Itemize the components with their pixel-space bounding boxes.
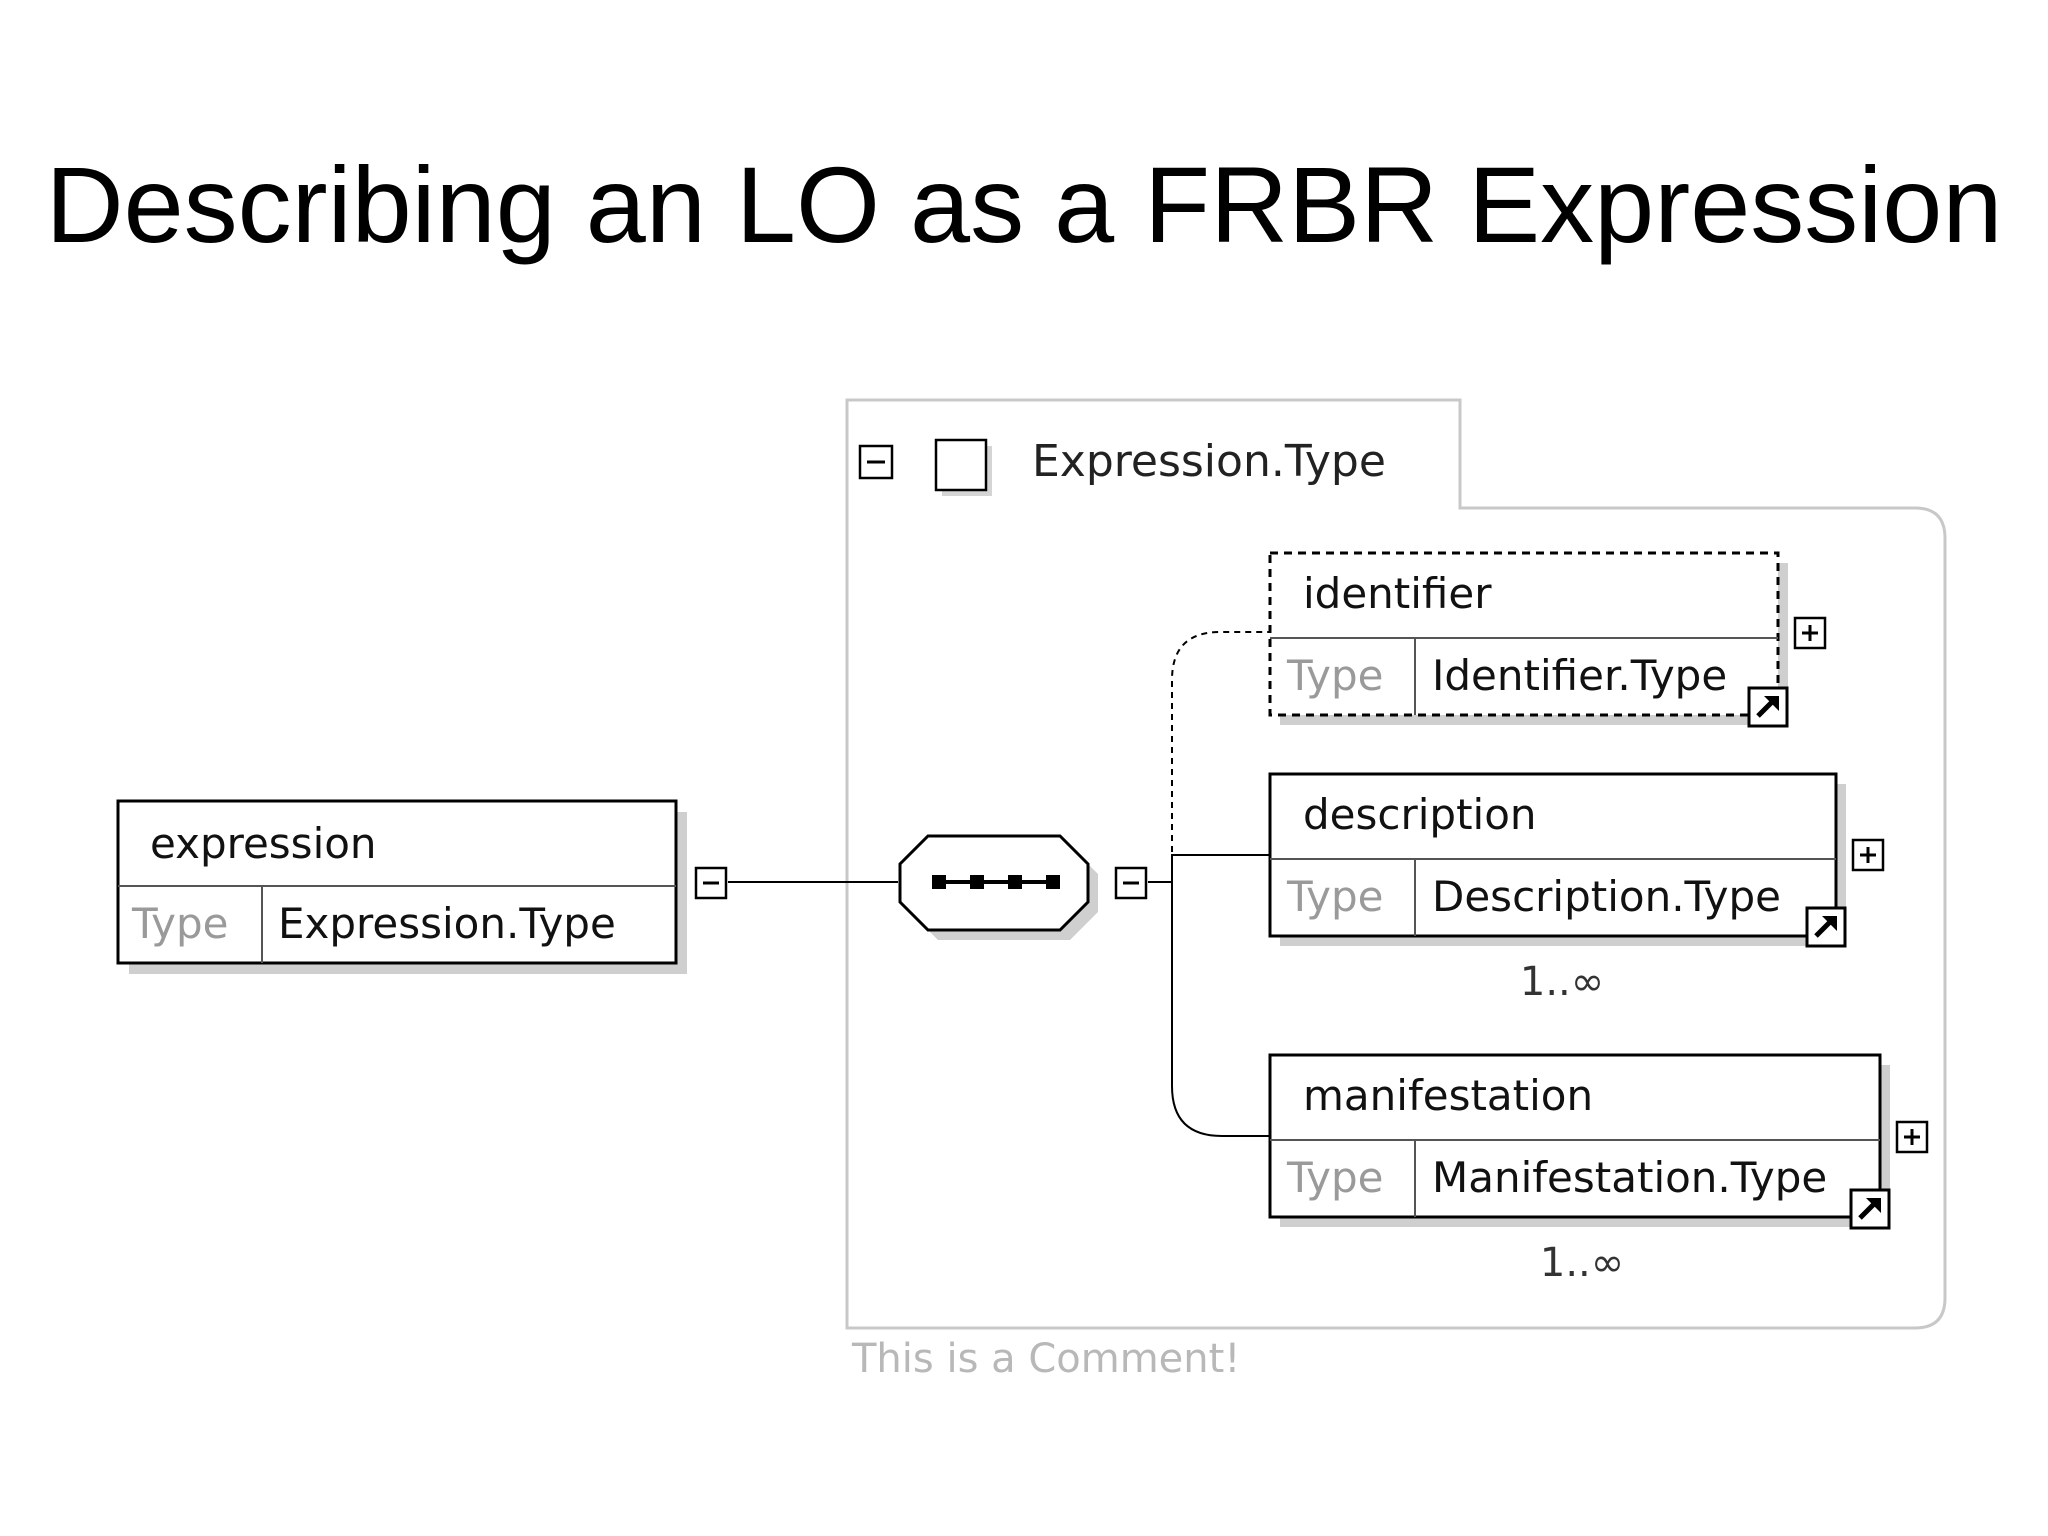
complex-type-comment: This is a Comment! bbox=[851, 1336, 1240, 1382]
manifestation-type-link-icon[interactable] bbox=[1849, 1188, 1891, 1230]
manifestation-expand-button[interactable] bbox=[1895, 1120, 1929, 1154]
complex-type-icon bbox=[934, 438, 992, 496]
description-type-value: Description.Type bbox=[1432, 872, 1781, 921]
identifier-branch-connector bbox=[1171, 631, 1270, 852]
identifier-expand-button[interactable] bbox=[1793, 616, 1827, 650]
slide-title: Describing an LO as a FRBR Expression bbox=[45, 144, 2003, 265]
complex-type-container bbox=[845, 398, 1947, 1330]
root-collapse-button[interactable] bbox=[694, 866, 728, 900]
manifestation-type-label: Type bbox=[1286, 1153, 1383, 1202]
root-type-value: Expression.Type bbox=[278, 899, 616, 948]
identifier-type-link-icon[interactable] bbox=[1747, 686, 1789, 728]
sequence-compositor-icon[interactable] bbox=[898, 834, 1098, 940]
identifier-element-name: identifier bbox=[1303, 569, 1492, 618]
root-type-label: Type bbox=[131, 899, 228, 948]
root-element-name: expression bbox=[150, 819, 377, 868]
description-type-link-icon[interactable] bbox=[1805, 906, 1847, 948]
manifestation-cardinality: 1..∞ bbox=[1540, 1240, 1624, 1286]
description-type-label: Type bbox=[1286, 872, 1383, 921]
identifier-type-label: Type bbox=[1286, 651, 1383, 700]
container-collapse-button[interactable] bbox=[858, 444, 894, 480]
description-element-name: description bbox=[1303, 790, 1537, 839]
manifestation-element-box[interactable]: manifestation Type Manifestation.Type bbox=[1268, 1053, 1890, 1227]
description-cardinality: 1..∞ bbox=[1520, 959, 1604, 1005]
description-element-box[interactable]: description Type Description.Type bbox=[1268, 772, 1846, 946]
description-branch-connector bbox=[1171, 854, 1270, 882]
manifestation-element-name: manifestation bbox=[1303, 1071, 1593, 1120]
manifestation-type-value: Manifestation.Type bbox=[1432, 1153, 1827, 1202]
sequence-collapse-button[interactable] bbox=[1114, 866, 1148, 900]
root-element-box[interactable]: expression Type Expression.Type bbox=[116, 799, 687, 974]
identifier-type-value: Identifier.Type bbox=[1432, 651, 1727, 700]
manifestation-branch-connector bbox=[1171, 882, 1270, 1137]
identifier-element-box[interactable]: identifier Type Identifier.Type bbox=[1268, 551, 1788, 725]
description-expand-button[interactable] bbox=[1851, 838, 1885, 872]
complex-type-name: Expression.Type bbox=[1032, 436, 1386, 487]
